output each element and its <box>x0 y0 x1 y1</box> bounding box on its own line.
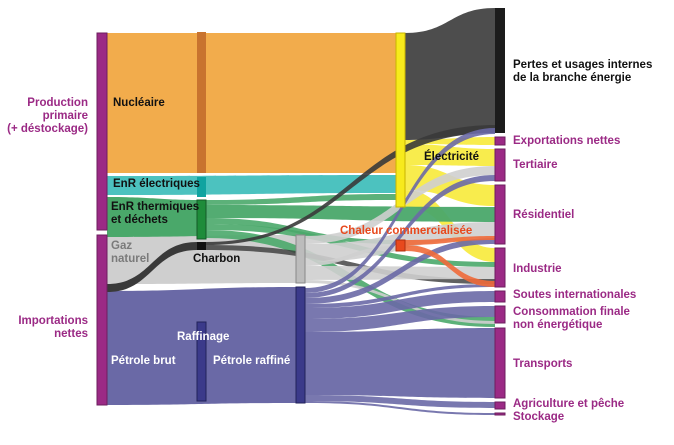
node-conso-non-energetique <box>494 305 506 324</box>
node-production-primaire <box>96 32 108 231</box>
node-industrie <box>494 247 506 288</box>
node-tertiaire <box>494 148 506 182</box>
flow-enr-elec <box>206 194 396 205</box>
label-production-primaire: Production primaire (+ déstockage) <box>7 97 88 135</box>
flow-petrole-stockage <box>305 401 495 415</box>
node-pertes <box>495 8 505 133</box>
flow-elec-residentiel <box>405 165 495 206</box>
node-soutes <box>494 290 506 303</box>
flow-petrole-tertiaire <box>305 175 495 298</box>
node-gaz <box>295 234 306 284</box>
flow-charbon <box>107 242 197 292</box>
node-petrole-raffine <box>295 286 306 404</box>
flow-chaleur-industrie <box>405 245 495 287</box>
flow-enr-therm <box>107 197 206 238</box>
node-stockage <box>494 412 506 416</box>
flow-petrole-transports <box>305 328 495 398</box>
node-enr-electriques <box>197 177 206 197</box>
node-raffinage <box>196 321 207 402</box>
flows <box>107 8 495 415</box>
node-charbon <box>197 242 206 250</box>
flow-pertes <box>405 8 495 140</box>
flow-petrole-pertes <box>305 128 495 293</box>
flow-nucleaire <box>107 33 396 173</box>
label-transports: Transports <box>513 358 573 370</box>
label-petrole-brut: Pétrole brut <box>111 355 176 367</box>
label-consommation-non-energetique: Consommation finale non énergétique <box>513 306 630 331</box>
node-electricite <box>395 32 406 208</box>
label-electricite: Électricité <box>424 151 479 163</box>
flow-petrole-industrie <box>305 284 495 308</box>
flow-chaleur-residentiel <box>405 236 495 245</box>
label-raffinage: Raffinage <box>177 331 230 343</box>
nodes <box>96 8 506 416</box>
node-nucleaire <box>197 32 206 173</box>
node-residentiel <box>494 184 506 245</box>
node-transports <box>494 327 506 399</box>
node-exportations <box>494 136 506 146</box>
node-chaleur <box>395 239 406 252</box>
flow-petrole-soutes <box>305 291 495 319</box>
label-gaz-naturel: Gaz naturel <box>111 240 150 265</box>
flow-petrole-conso <box>305 306 495 332</box>
flow-petrole-residentiel <box>305 238 495 304</box>
label-enr-thermiques: EnR thermiques et déchets <box>111 201 200 226</box>
label-tertiaire: Tertiaire <box>513 159 558 171</box>
flow-enr-residentiel <box>206 205 495 222</box>
label-agriculture: Agriculture et pêche <box>513 398 625 410</box>
label-enr-electriques: EnR électriques <box>113 178 200 190</box>
label-pertes: Pertes et usages internes de la branche … <box>513 59 653 84</box>
flow-charbon-pertes <box>206 125 495 245</box>
flow-enr-chaleur <box>206 218 396 244</box>
flow-charbon-industrie <box>206 245 495 284</box>
label-nucleaire: Nucléaire <box>113 97 165 109</box>
label-chaleur-commercialisee: Chaleur commercialisée <box>340 225 473 237</box>
label-petrole-raffine: Pétrole raffiné <box>213 355 291 367</box>
label-stockage: Stockage <box>513 411 565 423</box>
node-enr-thermiques <box>196 199 207 240</box>
flow-petrole-agriculture <box>305 395 495 408</box>
label-exportations-nettes: Exportations nettes <box>513 135 621 147</box>
label-importations-nettes: Importations nettes <box>18 315 88 340</box>
label-charbon: Charbon <box>193 253 241 265</box>
node-agriculture <box>494 401 506 410</box>
flow-elec-tertiaire <box>405 144 495 166</box>
label-residentiel: Résidentiel <box>513 209 575 221</box>
label-soutes: Soutes internationales <box>513 289 637 301</box>
label-industrie: Industrie <box>513 263 562 275</box>
flow-enr-elec <box>107 175 396 195</box>
node-importations-nettes <box>96 234 108 406</box>
